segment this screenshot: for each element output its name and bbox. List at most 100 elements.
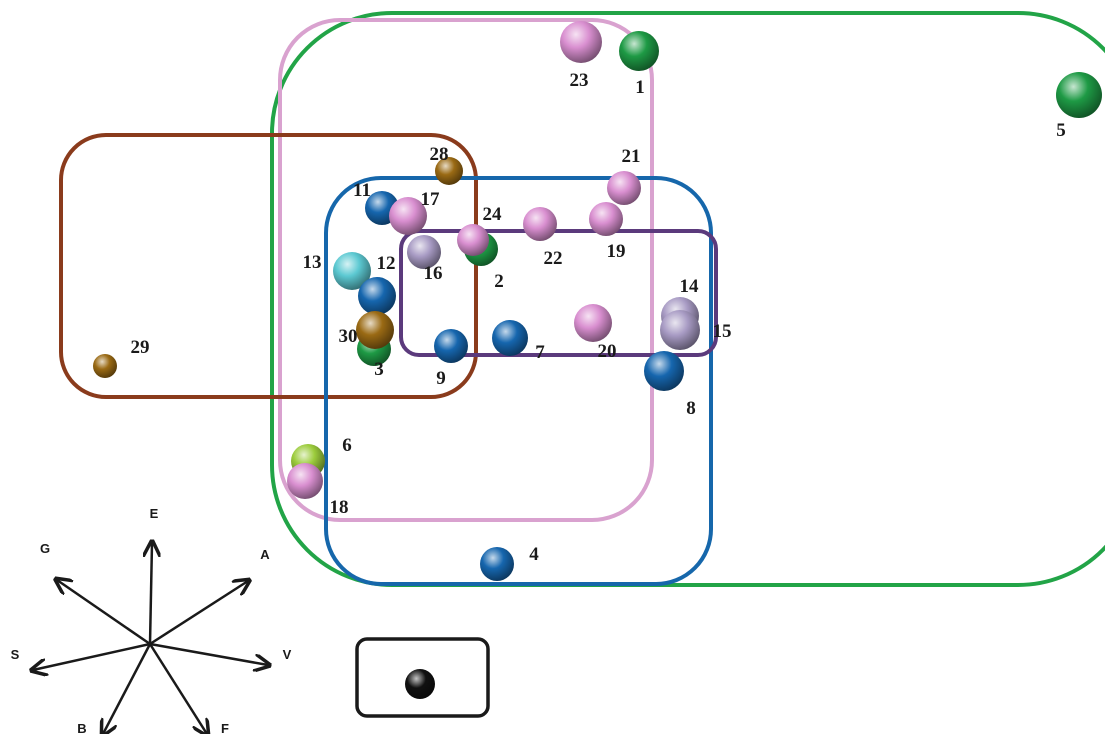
point-label: 13	[303, 252, 322, 273]
compass-arrow-g: G	[40, 541, 151, 646]
group-green	[270, 11, 1105, 587]
point-30	[356, 311, 394, 349]
point-5	[1056, 72, 1102, 118]
point-sphere	[93, 354, 117, 378]
point-sphere	[434, 329, 468, 363]
arrow-line	[150, 543, 152, 645]
point-sphere	[389, 197, 427, 235]
compass-arrow-v: V	[149, 642, 292, 665]
point-sphere	[287, 463, 323, 499]
legend-box	[355, 637, 490, 718]
group-regions	[59, 11, 1105, 587]
arrow-line	[148, 643, 207, 734]
group-purple	[399, 229, 718, 357]
point-24	[457, 224, 489, 256]
point-label: 9	[436, 368, 446, 389]
point-label: 15	[713, 321, 732, 342]
point-label: 3	[374, 359, 384, 380]
legend-frame	[355, 637, 490, 718]
point-label: 6	[342, 435, 352, 456]
point-sphere	[457, 224, 489, 256]
compass-arrow-a: A	[149, 547, 270, 646]
point-sphere	[407, 235, 441, 269]
point-label: 16	[424, 263, 443, 284]
point-1	[619, 31, 659, 71]
point-29	[93, 354, 117, 378]
point-23	[560, 21, 602, 63]
compass-rose: E A V F B S G	[11, 506, 292, 734]
compass-label: F	[221, 721, 229, 734]
arrow-line	[103, 643, 152, 734]
arrow-line	[33, 642, 151, 670]
point-20	[574, 304, 612, 342]
group-brown	[59, 133, 478, 399]
point-sphere	[480, 547, 514, 581]
point-label: 4	[529, 544, 539, 565]
point-16	[407, 235, 441, 269]
point-4	[480, 547, 514, 581]
point-sphere	[574, 304, 612, 342]
point-label: 8	[686, 398, 696, 419]
point-label: 28	[430, 144, 449, 165]
compass-arrow-s: S	[11, 642, 151, 670]
point-label: 30	[339, 326, 358, 347]
legend-dot	[405, 669, 435, 699]
point-label: 12	[377, 253, 396, 274]
point-label: 17	[421, 189, 441, 210]
point-label: 22	[544, 248, 563, 269]
point-18	[287, 463, 323, 499]
point-label: 2	[494, 271, 504, 292]
point-15	[660, 310, 700, 350]
point-sphere	[523, 207, 557, 241]
point-19	[589, 202, 623, 236]
point-12	[358, 277, 396, 315]
point-28	[435, 157, 463, 185]
point-sphere	[358, 277, 396, 315]
point-17	[389, 197, 427, 235]
point-sphere	[660, 310, 700, 350]
point-sphere	[356, 311, 394, 349]
point-label: 18	[330, 497, 349, 518]
point-sphere	[607, 171, 641, 205]
point-7	[492, 320, 528, 356]
arrow-line	[149, 642, 268, 665]
compass-label: E	[150, 506, 159, 521]
point-8	[644, 351, 684, 391]
point-label: 21	[622, 146, 641, 167]
points-layer: 5 1 23 21 19 22 28 2 24 11 17 16 13 3 12 30 9 7 20 14 15 8 6 18…	[93, 21, 1102, 581]
point-sphere	[492, 320, 528, 356]
point-sphere	[1056, 72, 1102, 118]
point-9	[434, 329, 468, 363]
point-label: 24	[483, 204, 503, 225]
point-sphere	[589, 202, 623, 236]
arrow-line	[149, 581, 248, 646]
compass-label: V	[283, 647, 292, 662]
point-sphere	[560, 21, 602, 63]
compass-arrow-b: B	[77, 643, 152, 734]
compass-arrow-f: F	[148, 643, 229, 734]
point-sphere	[333, 252, 371, 290]
point-sphere	[619, 31, 659, 71]
point-21	[607, 171, 641, 205]
point-label: 5	[1056, 120, 1066, 141]
point-label: 23	[570, 70, 589, 91]
point-label: 1	[635, 77, 645, 98]
arrow-line	[57, 580, 151, 646]
group-blue	[324, 176, 713, 586]
point-label: 19	[607, 241, 626, 262]
compass-label: B	[77, 721, 86, 734]
compass-label: A	[260, 547, 270, 562]
compass-arrow-e: E	[150, 506, 159, 645]
point-13	[333, 252, 371, 290]
compass-label: S	[11, 647, 20, 662]
point-sphere	[435, 157, 463, 185]
point-label: 20	[598, 341, 617, 362]
point-label: 29	[131, 337, 150, 358]
point-label: 7	[535, 342, 545, 363]
compass-label: G	[40, 541, 50, 556]
point-label: 11	[353, 180, 371, 201]
point-22	[523, 207, 557, 241]
group-pink	[278, 18, 654, 522]
point-label: 14	[680, 276, 700, 297]
